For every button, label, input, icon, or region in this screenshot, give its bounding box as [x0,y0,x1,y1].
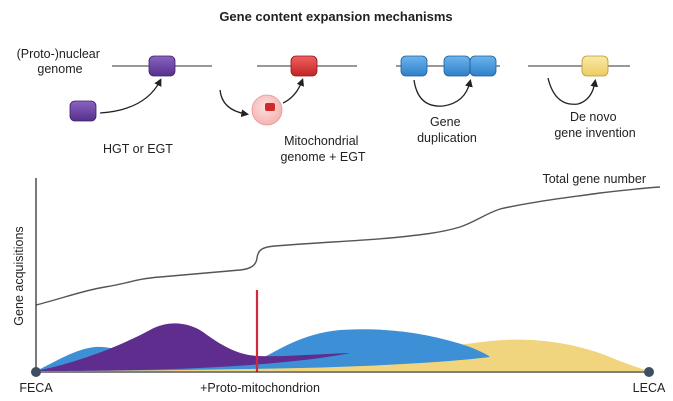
y-axis-label: Gene acquisitions [12,226,26,325]
yellow-gene-in-genome [581,55,609,77]
feca-point [31,367,41,377]
hgt-area [36,323,350,371]
blue-gene-original [400,55,428,77]
total-gene-number-curve [35,186,661,306]
genome-label: (Proto-)nuclear genome [17,47,104,76]
total-gene-number-label: Total gene number [542,172,646,186]
mito-in-arrow [219,89,250,118]
x-start-label: FECA [19,381,53,395]
invention-arrow [547,77,599,105]
mechanism-hgt-egt: HGT or EGT [69,55,212,156]
blue-gene-copy-1 [443,55,471,77]
duplication-area [36,329,490,371]
transfer-arrow [99,78,162,114]
mechanism-gene-duplication: Gene duplication [396,55,500,145]
red-gene-in-genome [290,55,318,77]
mitochondrial-gene [265,103,275,111]
purple-gene-donor [69,100,97,122]
duplication-arrow [413,78,473,107]
transfer-arrow [282,78,305,104]
mechanism-label-hgt: HGT or EGT [103,142,173,156]
blue-gene-copy-2 [469,55,497,77]
mechanism-label-duplication: Gene duplication [417,115,477,145]
purple-gene-in-genome [148,55,176,77]
mechanism-de-novo: De novo gene invention [528,55,636,140]
mechanism-mitochondrial-egt: Mitochondrial genome + EGT [219,55,366,164]
proto-mitochondrion-label: +Proto-mitochondrion [200,381,320,395]
x-end-label: LECA [633,381,666,395]
gene-acquisition-plot: Gene acquisitions Total gene number FECA… [12,172,666,395]
leca-point [644,367,654,377]
mechanism-label-de-novo: De novo gene invention [554,110,635,140]
mechanism-label-mito: Mitochondrial genome + EGT [280,134,365,164]
figure-title: Gene content expansion mechanisms [219,9,452,24]
